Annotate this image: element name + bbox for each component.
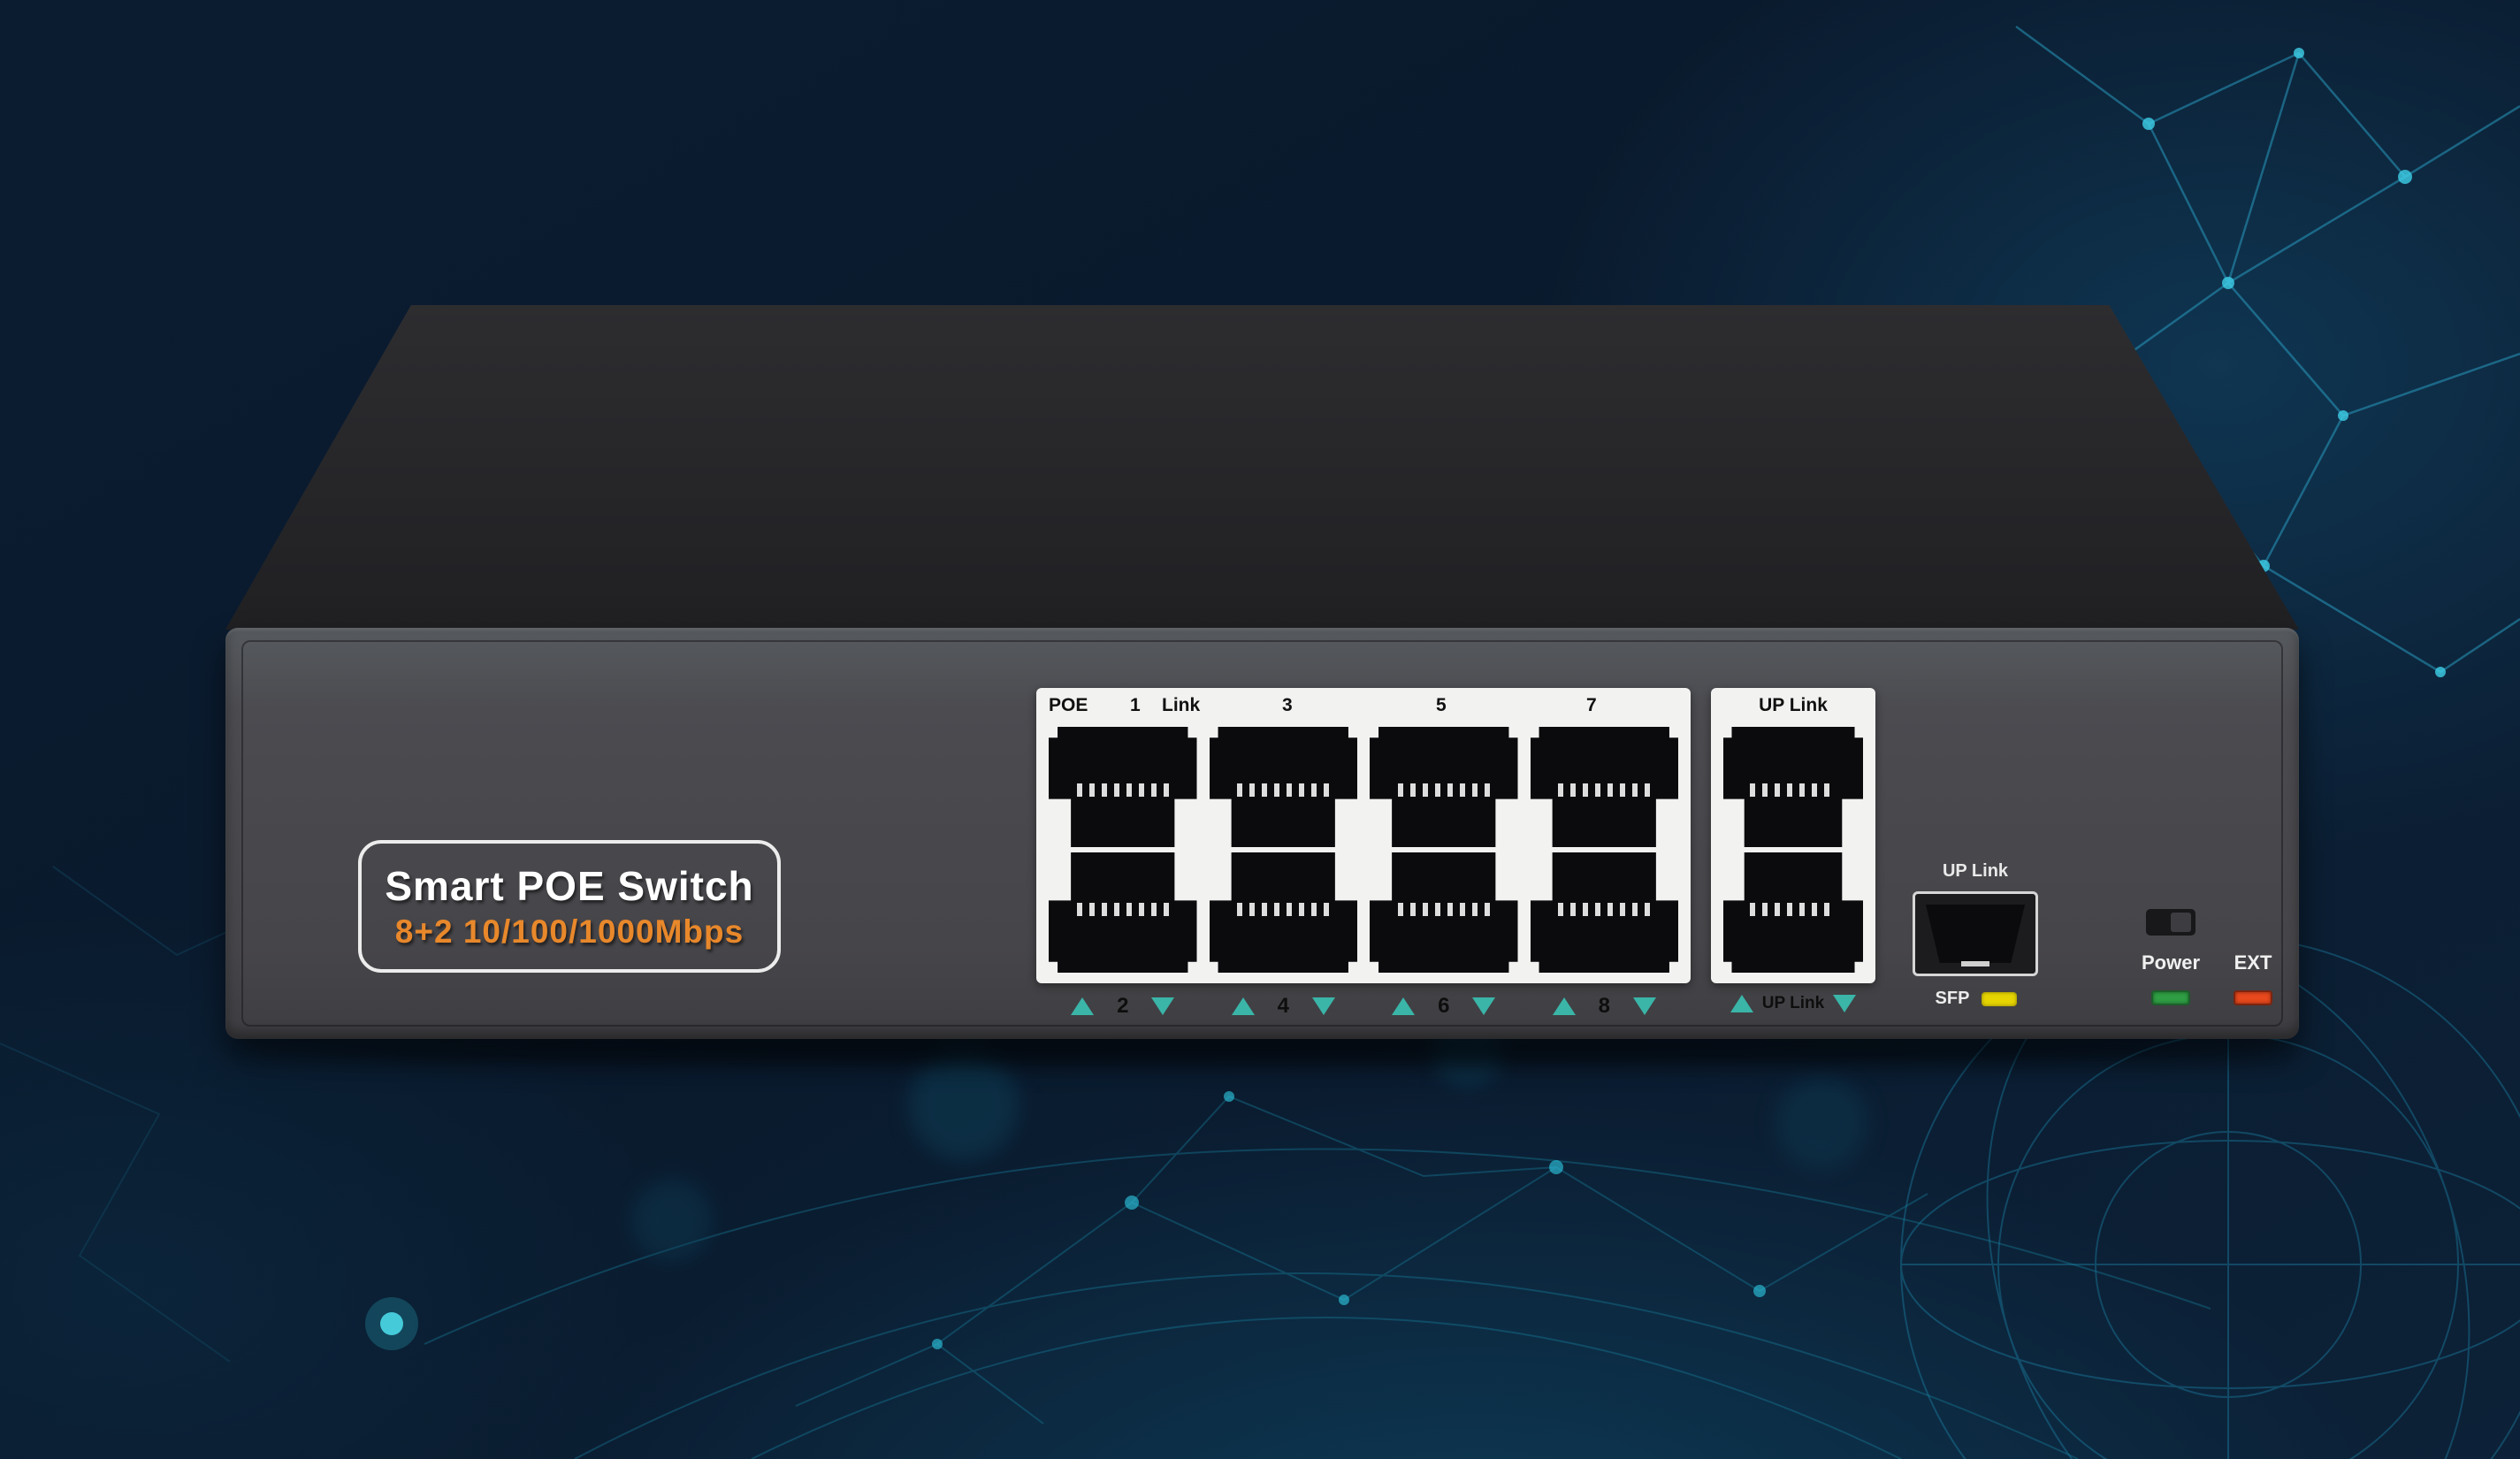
up-triangle-led-icon xyxy=(1392,997,1416,1015)
port-pins xyxy=(1750,783,1837,797)
uplink-ports-grid xyxy=(1723,727,1863,973)
sfp-indicator-row: SFP xyxy=(1897,989,2056,1009)
poe-switch-device: Smart POE Switch 8+2 10/100/1000Mbps POE… xyxy=(225,305,2299,1066)
poe-indicator-row: 2 4 6 8 xyxy=(1049,994,1678,1019)
down-triangle-led-icon xyxy=(1833,995,1857,1012)
uplink-indicator-label: UP Link xyxy=(1761,994,1825,1012)
port-label-poe: POE xyxy=(1049,695,1088,715)
indicator-cell-port-2: 2 xyxy=(1049,994,1197,1019)
port-number-label: 2 xyxy=(1117,994,1129,1018)
mesh-lines-graphic xyxy=(424,1095,2211,1459)
port-pins xyxy=(1077,903,1169,916)
poe-ports-grid xyxy=(1049,727,1678,973)
sfp-slot xyxy=(1913,891,2038,976)
sfp-slot-latch xyxy=(1960,961,1990,966)
port-pins xyxy=(1558,903,1650,916)
down-triangle-led-icon xyxy=(1151,997,1175,1015)
ext-label: EXT xyxy=(2234,951,2272,974)
port-pins xyxy=(1076,783,1169,797)
down-triangle-led-icon xyxy=(1472,997,1496,1015)
port-pins xyxy=(1237,783,1330,797)
up-triangle-led-icon xyxy=(1071,997,1095,1015)
port-label-5: 5 xyxy=(1436,695,1447,715)
glow-dot-graphic xyxy=(380,1312,403,1335)
up-triangle-led-icon xyxy=(1552,997,1576,1015)
sfp-uplink-label: UP Link xyxy=(1942,861,2009,881)
indicator-cell-port-4: 4 xyxy=(1210,994,1358,1019)
rj45-uplink-port-top xyxy=(1723,727,1863,847)
constellation-nodes-graphic xyxy=(2100,48,2446,677)
indicator-cell-port-8: 8 xyxy=(1531,994,1679,1019)
port-pins xyxy=(1397,783,1490,797)
poe-port-panel: POE 1 Link 3 5 7 xyxy=(1036,688,1691,983)
mesh-nodes-graphic xyxy=(932,1091,1766,1349)
port-number-label: 8 xyxy=(1598,994,1610,1018)
port-pins xyxy=(1237,903,1329,916)
rj45-port-8 xyxy=(1531,852,1679,973)
rj45-port-3 xyxy=(1209,727,1357,847)
port-number-label: 4 xyxy=(1277,994,1289,1018)
indicator-cell-port-6: 6 xyxy=(1370,994,1518,1019)
rj45-port-2 xyxy=(1049,852,1197,973)
device-ground-shadow xyxy=(247,1041,2278,1064)
down-triangle-led-icon xyxy=(1311,997,1335,1015)
port-number-label: 6 xyxy=(1438,994,1450,1018)
device-front-face: Smart POE Switch 8+2 10/100/1000Mbps POE… xyxy=(225,628,2299,1039)
product-subtitle: 8+2 10/100/1000Mbps xyxy=(394,913,745,950)
product-title: Smart POE Switch xyxy=(385,863,754,909)
down-triangle-led-icon xyxy=(1632,997,1656,1015)
port-label-link: Link xyxy=(1162,695,1201,715)
uplink-indicator-row: UP Link xyxy=(1711,994,1875,1013)
power-button xyxy=(2146,909,2195,936)
rj45-uplink-port-bottom xyxy=(1723,852,1863,973)
uplink-panel-label: UP Link xyxy=(1759,695,1828,715)
rj45-port-7 xyxy=(1530,727,1678,847)
port-label-7: 7 xyxy=(1586,695,1597,715)
sfp-slot-opening xyxy=(1926,905,2025,963)
ext-led-indicator xyxy=(2234,990,2272,1005)
rj45-port-4 xyxy=(1210,852,1358,973)
up-triangle-led-icon xyxy=(1730,995,1753,1012)
device-top-face xyxy=(225,305,2299,630)
uplink-port-panel: UP Link xyxy=(1711,688,1875,983)
port-pins xyxy=(1398,903,1490,916)
port-label-1: 1 xyxy=(1130,695,1141,715)
product-badge: Smart POE Switch 8+2 10/100/1000Mbps xyxy=(358,840,781,973)
port-label-3: 3 xyxy=(1282,695,1293,715)
sfp-led-indicator xyxy=(1982,991,2018,1006)
sfp-label: SFP xyxy=(1935,989,1970,1008)
rj45-port-1 xyxy=(1049,727,1197,847)
power-led-indicator xyxy=(2151,990,2190,1005)
port-pins xyxy=(1558,783,1651,797)
rj45-port-5 xyxy=(1370,727,1518,847)
glow-dot-halo-graphic xyxy=(365,1297,418,1350)
port-pins xyxy=(1750,903,1837,916)
power-label: Power xyxy=(2141,951,2201,974)
rj45-port-6 xyxy=(1370,852,1518,973)
up-triangle-led-icon xyxy=(1231,997,1255,1015)
